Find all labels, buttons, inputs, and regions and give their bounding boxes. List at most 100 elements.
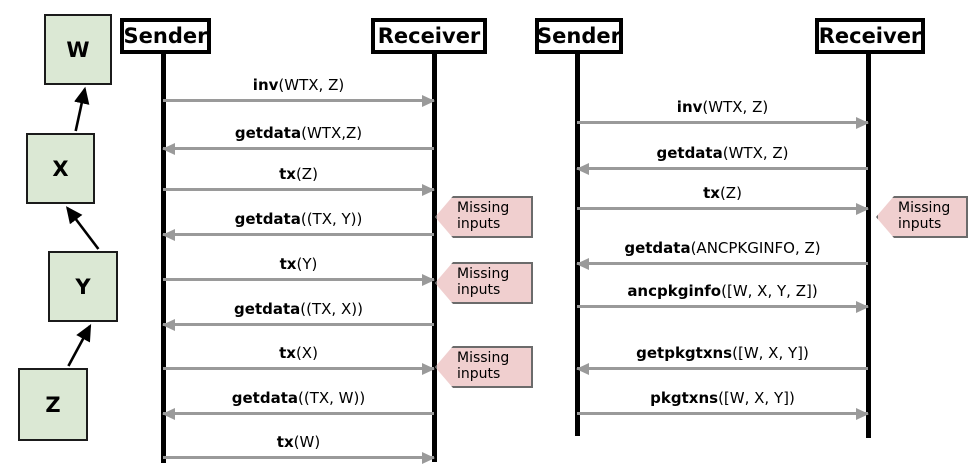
- message-args: (Y): [296, 255, 318, 273]
- message-label: tx(Y): [163, 257, 434, 272]
- message-label: getdata(ANCPKGINFO, Z): [577, 241, 868, 256]
- callout-line-1: Missing: [457, 200, 510, 217]
- message-args: ((TX, Y)): [300, 210, 363, 228]
- callout-line-1: Missing: [457, 266, 510, 283]
- tx-node-label: X: [52, 156, 69, 181]
- message-line: [577, 167, 868, 170]
- callout-line-2: inputs: [898, 216, 942, 232]
- message-line: [163, 412, 434, 415]
- message-line: [163, 323, 434, 326]
- arrowhead-right-icon: [422, 184, 435, 196]
- arrowhead-right-icon: [422, 363, 435, 375]
- message-line: [577, 121, 868, 124]
- message-label: getpkgtxns([W, X, Y]): [577, 346, 868, 361]
- tx-node-w: W: [44, 14, 112, 85]
- message-line: [163, 233, 434, 236]
- message-line: [163, 99, 434, 102]
- message-label: getdata((TX, X)): [163, 302, 434, 317]
- arrowhead-left-icon: [162, 229, 175, 241]
- message-args: (Z): [295, 165, 318, 183]
- message-command: tx: [276, 433, 294, 451]
- message-command: tx: [279, 344, 296, 362]
- arrowhead-left-icon: [162, 319, 175, 331]
- message-command: getpkgtxns: [636, 344, 733, 362]
- message-command: tx: [703, 184, 720, 202]
- arrowhead-right-icon: [422, 452, 435, 464]
- dependency-arrow-y-to-x: [65, 206, 100, 250]
- message-line: [163, 278, 434, 281]
- arrowhead-left-icon: [162, 408, 175, 420]
- message-line: [163, 367, 434, 370]
- message-line: [577, 412, 868, 415]
- message-line: [163, 456, 434, 459]
- callout-line-1: Missing: [898, 200, 951, 217]
- message-command: ancpkginfo: [627, 282, 722, 300]
- participant-label: Sender: [123, 24, 208, 48]
- message-args: ([W, X, Y, Z]): [721, 282, 818, 300]
- message-label: getdata(WTX, Z): [577, 146, 868, 161]
- arrowhead-left-icon: [576, 363, 589, 375]
- arrowhead-right-icon: [422, 274, 435, 286]
- message-label: tx(Z): [577, 186, 868, 201]
- arrowhead-right-icon: [422, 95, 435, 107]
- message-args: ((TX, W)): [298, 389, 366, 407]
- message-line: [577, 367, 868, 370]
- message-label: getdata((TX, W)): [163, 391, 434, 406]
- message-line: [163, 188, 434, 191]
- participant-receiver-legacy-relay[interactable]: Receiver: [371, 18, 487, 54]
- message-label: inv(WTX, Z): [577, 100, 868, 115]
- callout-line-2: inputs: [457, 282, 501, 298]
- message-command: tx: [279, 255, 297, 273]
- message-label: pkgtxns([W, X, Y]): [577, 391, 868, 406]
- participant-label: Receiver: [818, 24, 922, 48]
- message-line: [577, 262, 868, 265]
- message-args: (W): [293, 433, 321, 451]
- participant-receiver-package-relay[interactable]: Receiver: [815, 18, 925, 54]
- message-label: tx(Z): [163, 167, 434, 182]
- message-command: pkgtxns: [650, 389, 719, 407]
- tx-node-x: X: [26, 133, 95, 204]
- callout-line-2: inputs: [457, 216, 501, 232]
- tx-node-label: Y: [75, 274, 91, 299]
- message-command: getdata: [624, 239, 691, 257]
- callout-line-1: Missing: [457, 350, 510, 367]
- arrowhead-right-icon: [856, 117, 869, 129]
- participant-sender-legacy-relay[interactable]: Sender: [120, 18, 211, 54]
- callout-line-2: inputs: [457, 366, 501, 382]
- lifeline-receiver-package-relay: [866, 54, 871, 438]
- message-args: (WTX,Z): [301, 124, 363, 142]
- lifeline-sender-legacy-relay: [161, 54, 166, 463]
- message-args: (WTX, Z): [278, 76, 345, 94]
- message-label: ancpkginfo([W, X, Y, Z]): [577, 284, 868, 299]
- message-args: (ANCPKGINFO, Z): [690, 239, 821, 257]
- participant-label: Sender: [537, 24, 621, 48]
- message-command: getdata: [656, 144, 723, 162]
- message-line: [163, 147, 434, 150]
- arrowhead-left-icon: [162, 143, 175, 155]
- lifeline-receiver-legacy-relay: [432, 54, 437, 462]
- participant-label: Receiver: [377, 24, 481, 48]
- arrowhead-right-icon: [856, 408, 869, 420]
- dependency-arrow-x-to-w: [74, 86, 90, 132]
- message-command: getdata: [234, 124, 302, 142]
- message-args: (WTX, Z): [722, 144, 789, 162]
- message-command: getdata: [234, 300, 301, 318]
- message-args: ([W, X, Y]): [732, 344, 809, 362]
- message-label: tx(X): [163, 346, 434, 361]
- participant-sender-package-relay[interactable]: Sender: [535, 18, 623, 54]
- tx-node-z: Z: [18, 368, 88, 441]
- message-command: inv: [676, 98, 703, 116]
- message-args: ([W, X, Y]): [718, 389, 795, 407]
- message-args: ((TX, X)): [300, 300, 363, 318]
- message-args: (WTX, Z): [702, 98, 769, 116]
- message-line: [577, 305, 868, 308]
- lifeline-sender-package-relay: [575, 54, 580, 436]
- dependency-arrow-z-to-y: [67, 323, 92, 367]
- message-command: tx: [279, 165, 296, 183]
- arrowhead-right-icon: [856, 203, 869, 215]
- message-label: getdata((TX, Y)): [163, 212, 434, 227]
- message-command: inv: [252, 76, 279, 94]
- arrowhead-left-icon: [576, 258, 589, 270]
